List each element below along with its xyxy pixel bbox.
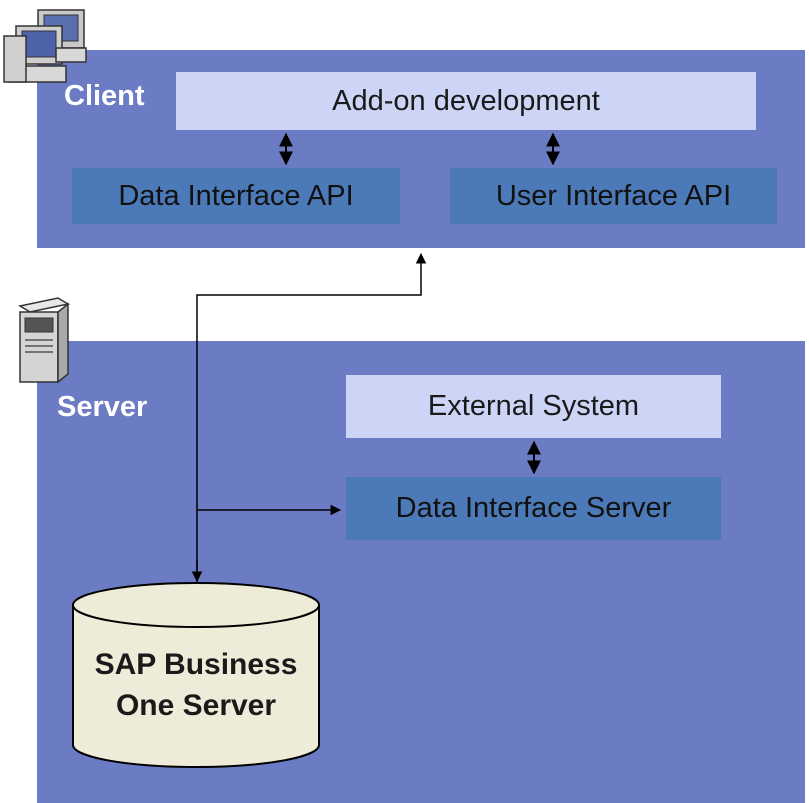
server-label: Server (57, 391, 148, 423)
client-computers-icon (3, 9, 87, 83)
addon-development-box: Add-on development (176, 72, 756, 130)
server-tower-icon (17, 297, 71, 384)
data-interface-api-box: Data Interface API (72, 168, 400, 224)
database-label-line1: SAP Business (94, 648, 298, 681)
database-cylinder-icon (72, 582, 320, 768)
external-system-box: External System (346, 375, 721, 438)
database-label-line2: One Server (115, 689, 277, 722)
data-interface-server-box: Data Interface Server (346, 477, 721, 540)
server-to-client-connector (196, 252, 427, 582)
client-label: Client (64, 80, 145, 112)
user-interface-api-box: User Interface API (450, 168, 777, 224)
